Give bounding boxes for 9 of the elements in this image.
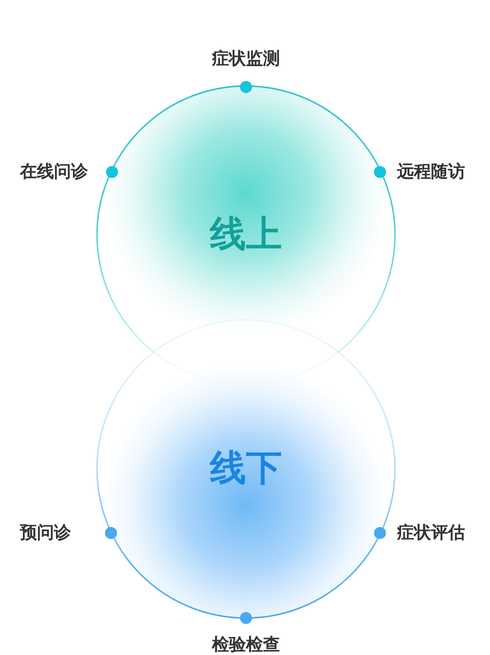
stage-label: 线下 <box>210 447 282 491</box>
stage-label: 线上 <box>210 213 282 257</box>
circle <box>96 319 396 619</box>
item-label: 预问诊 <box>20 522 71 545</box>
item-label: 在线问诊 <box>20 161 88 184</box>
item-label: 检验检查 <box>212 634 280 655</box>
item-label: 症状监测 <box>212 48 280 71</box>
item-label: 远程随访 <box>397 161 465 184</box>
item-label: 症状评估 <box>397 522 465 545</box>
